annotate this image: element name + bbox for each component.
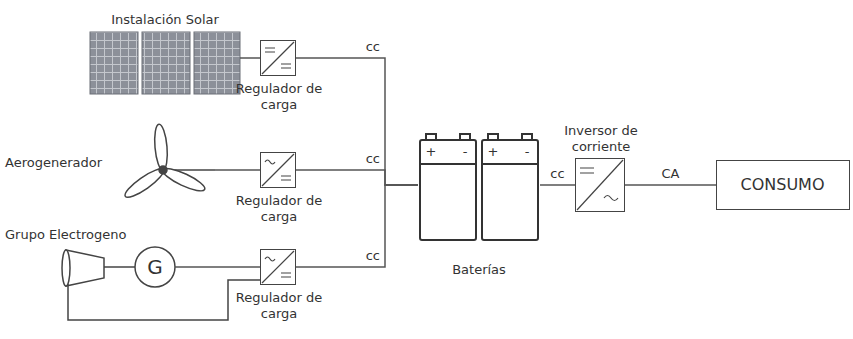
wind-turbine-node: Aerogenerador: [5, 125, 215, 215]
connector-line: [296, 170, 418, 185]
edge-label: cc: [365, 249, 381, 263]
charge-regulator: Regulador de carga: [260, 249, 296, 285]
box-label: CONSUMO: [741, 175, 825, 195]
node-caption: Regulador de carga: [229, 193, 329, 226]
node-caption: Regulador de carga: [229, 81, 329, 114]
solar-panels: [90, 32, 240, 94]
edge-label: cc: [365, 152, 381, 166]
terminal-sign: -: [463, 145, 468, 159]
generator-letter: G: [147, 256, 163, 278]
inverter-symbol: [577, 160, 623, 210]
connector-line: [215, 169, 260, 171]
wind-turbine: [122, 124, 215, 202]
inverter-box: Inversor de corriente: [575, 158, 625, 212]
node-heading: Aerogenerador: [5, 155, 102, 171]
terminal-sign: +: [488, 145, 499, 159]
connector-line: [296, 58, 418, 185]
solar-installation: Instalación Solar: [90, 32, 240, 94]
terminal-sign: +: [426, 145, 437, 159]
edge-label: cc: [549, 167, 565, 181]
edge-label: CA: [661, 167, 681, 181]
consumption-box: CONSUMO: [716, 160, 850, 210]
connector-line: [240, 57, 260, 59]
charge-regulator: Regulador de carga: [260, 152, 296, 188]
node-caption: Regulador de carga: [229, 290, 329, 323]
node-heading: Grupo Electrogeno: [5, 227, 175, 243]
battery-symbol: [420, 134, 538, 240]
connector-line: [175, 266, 260, 268]
regulator-symbol: [262, 42, 294, 283]
generator-set: [62, 247, 260, 320]
edge-label: cc: [365, 40, 381, 54]
terminal-sign: -: [525, 145, 530, 159]
charge-regulator: Regulador de carga: [260, 40, 296, 76]
connector-line: [625, 184, 716, 186]
connector-line: [540, 184, 575, 186]
node-heading: Instalación Solar: [90, 12, 240, 28]
node-heading: Inversor de corriente: [541, 123, 661, 156]
node-caption: Baterías: [418, 262, 540, 278]
